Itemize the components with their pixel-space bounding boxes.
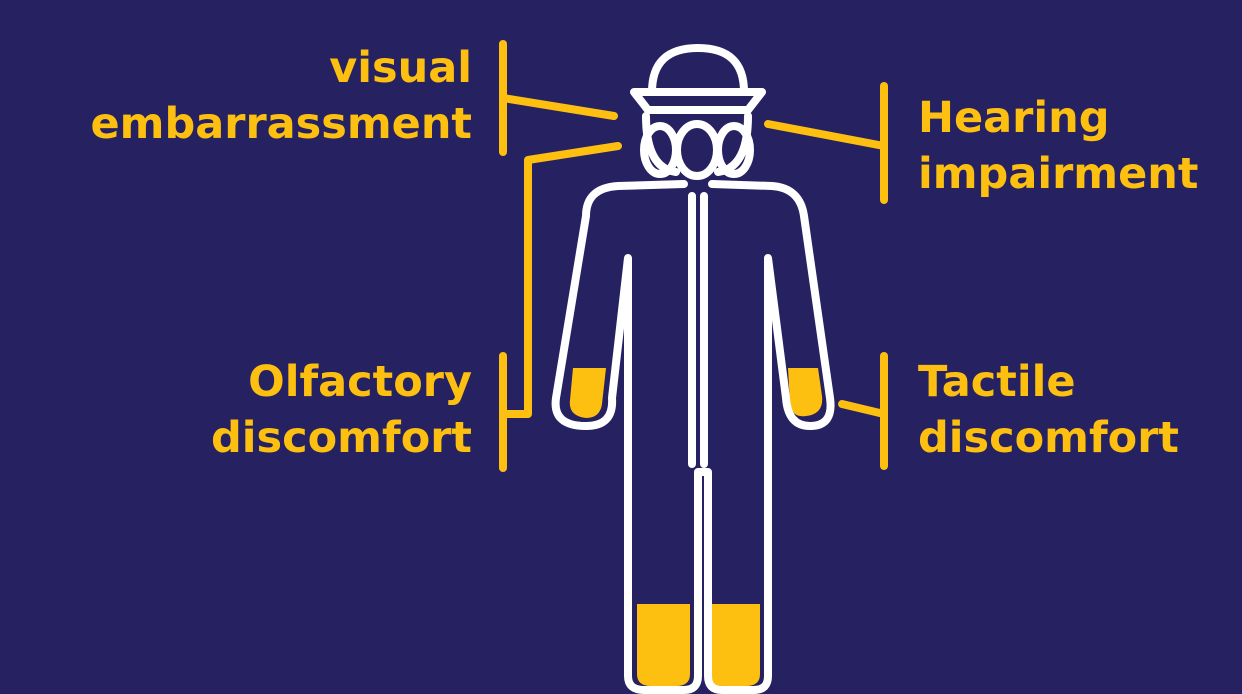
protective-fills xyxy=(569,368,823,686)
right-boot-icon xyxy=(709,604,760,686)
tactile-label-line1: Tactile xyxy=(918,357,1076,407)
olfactory-discomfort-label: Olfactory discomfort xyxy=(211,354,472,466)
olfactory-callout-pointer xyxy=(499,142,622,418)
hearing-label-line2: impairment xyxy=(918,149,1199,199)
olfactory-label-line1: Olfactory xyxy=(248,357,472,407)
hearing-label-line1: Hearing xyxy=(918,93,1110,143)
tactile-label-line2: discomfort xyxy=(918,413,1179,463)
olfactory-label-line2: discomfort xyxy=(211,413,472,463)
left-boot-icon xyxy=(637,604,690,686)
visual-label-line2: embarrassment xyxy=(90,99,472,149)
mask-center-icon xyxy=(673,120,721,180)
suit-body-icon xyxy=(551,180,835,694)
mask-strap xyxy=(642,112,752,176)
visual-embarrassment-label: visual embarrassment xyxy=(90,40,472,152)
right-glove-icon xyxy=(788,368,823,417)
hood-brim xyxy=(630,88,766,114)
left-glove-icon xyxy=(569,368,606,418)
zipper-line xyxy=(688,192,708,468)
hearing-callout-pointer xyxy=(764,120,888,150)
visual-callout-pointer xyxy=(499,94,618,120)
hood-icon xyxy=(648,44,748,96)
suit-outline xyxy=(551,44,835,694)
hearing-impairment-label: Hearing impairment xyxy=(918,90,1198,202)
callout-lines xyxy=(499,40,888,472)
tactile-callout-pointer xyxy=(838,400,888,418)
visual-label-line1: visual xyxy=(329,43,472,93)
tactile-discomfort-label: Tactile discomfort xyxy=(918,354,1179,466)
